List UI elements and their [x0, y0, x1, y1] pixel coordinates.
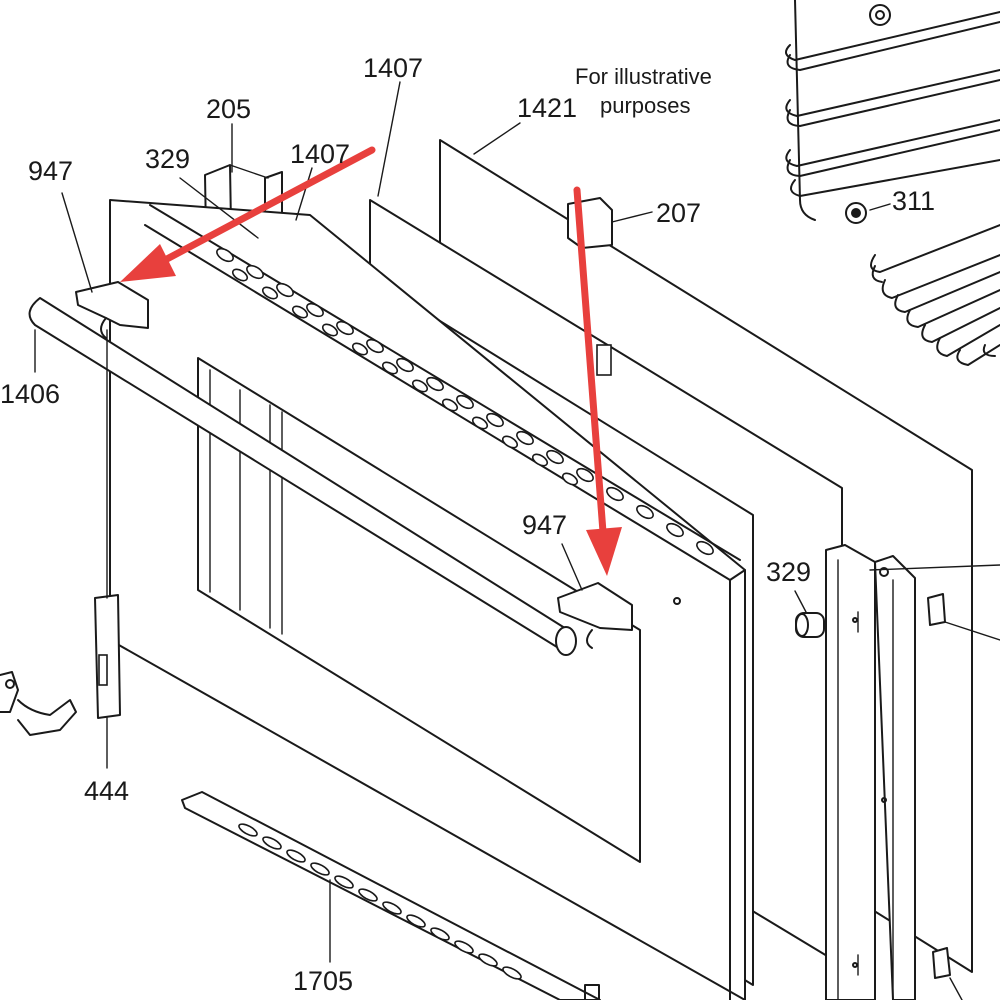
- label-1705: 1705: [293, 966, 353, 996]
- label-1407-second: 1407: [290, 139, 350, 169]
- label-311: 311: [892, 186, 935, 216]
- label-947-right: 947: [522, 510, 567, 540]
- rail-clips: [927, 593, 1000, 1000]
- label-1421: 1421: [517, 93, 577, 123]
- leader-lines: [34, 81, 807, 613]
- label-205: 205: [206, 94, 251, 124]
- door-hinge: [0, 671, 77, 736]
- screw-311: [845, 202, 891, 224]
- illustrative-note-line1: For illustrative: [575, 64, 712, 89]
- label-1406: 1406: [0, 379, 60, 409]
- handle-bracket-947-right: [557, 582, 633, 649]
- label-329-upper: 329: [145, 144, 190, 174]
- door-handle-1406: [28, 297, 577, 656]
- handle-bracket-947-left: [75, 281, 149, 339]
- label-947-left: 947: [28, 156, 73, 186]
- illustrative-note-line2: purposes: [600, 93, 691, 118]
- vent-strip: [144, 204, 741, 581]
- red-arrow-left: [120, 146, 376, 282]
- side-rail: [825, 544, 1000, 1000]
- label-444: 444: [84, 776, 129, 806]
- bottom-channel-1705: [181, 791, 601, 1000]
- label-329-lower: 329: [766, 557, 811, 587]
- label-1407-top: 1407: [363, 53, 423, 83]
- wire-shelf: [870, 224, 1000, 366]
- spacer-329-lower: [795, 612, 825, 638]
- door-frame: [109, 199, 746, 1000]
- red-arrow-right: [573, 186, 622, 576]
- hinge-cover-444: [94, 329, 121, 769]
- label-207: 207: [656, 198, 701, 228]
- oven-rack-top: [785, 0, 1000, 221]
